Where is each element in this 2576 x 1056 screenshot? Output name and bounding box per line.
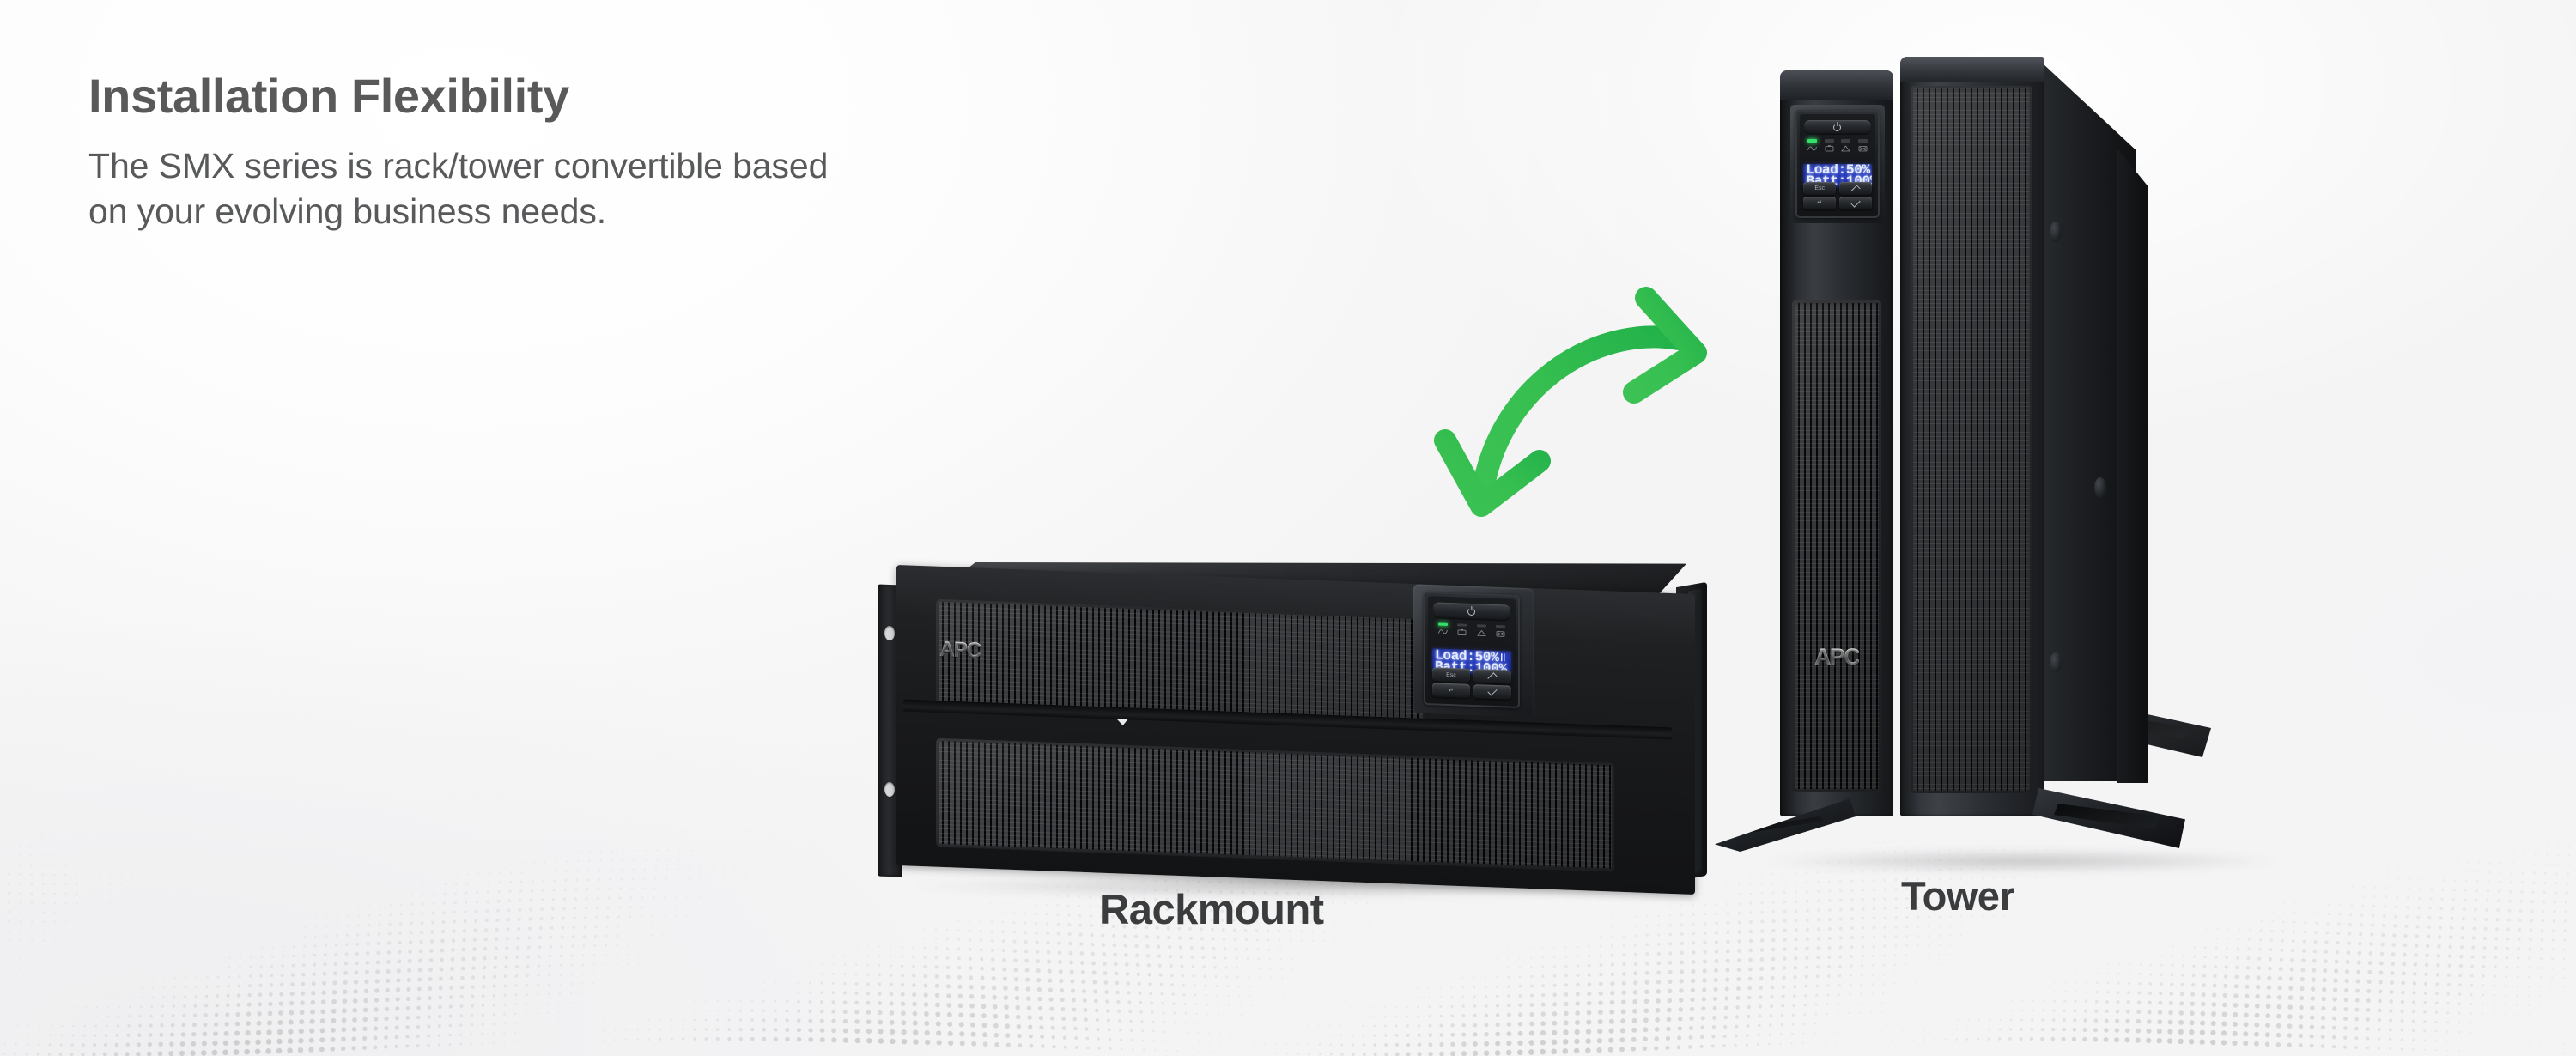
caption-rackmount: Rackmount [1099,887,1324,933]
sine-wave-icon [1437,628,1448,636]
led-indicator [1496,624,1506,628]
tower-foot-front-right [2032,788,2185,848]
tower-battery-vent-grille [1792,300,1881,792]
status-led-replace-battery [1493,624,1509,638]
caption-tower: Tower [1901,873,2015,919]
scroll-down-button[interactable] [1473,683,1511,700]
scroll-up-button[interactable] [1473,669,1511,684]
status-led-on-line [1806,139,1819,153]
battery-fault-icon [1858,144,1868,153]
page-title: Installation Flexibility [88,69,569,123]
tower-control-panel[interactable]: Load: 50% Batt: 100% Esc ↵ [1795,110,1880,218]
apc-logo-tower: APC [1814,644,1861,670]
panel-button-grid-rackmount: Esc ↵ [1432,667,1511,700]
tower-side-latch [2050,652,2062,673]
battery-icon [1825,144,1834,153]
rackmount-lower-vent-grille [936,737,1614,871]
chevron-down-icon [1487,686,1498,696]
led-indicator [1824,139,1834,143]
rackmount-control-panel[interactable]: Load: 50% Batt: 100% Esc ↵ [1424,591,1520,709]
escape-button[interactable]: Esc [1432,667,1470,683]
tower-side-latch [2094,477,2106,498]
status-led-on-battery [1823,139,1836,153]
subtitle-line-1: The SMX series is rack/tower convertible… [88,146,829,186]
status-led-overload [1839,139,1852,153]
status-led-replace-battery [1856,139,1868,153]
warning-triangle-icon [1841,144,1851,153]
battery-fault-icon [1496,629,1505,638]
power-icon [1467,607,1476,616]
status-led-on-battery [1455,622,1470,637]
status-led-row-rackmount [1433,622,1510,648]
tower-rear-panel [2117,148,2148,783]
chevron-down-icon [1850,197,1861,208]
rack-screw-hole [884,625,895,641]
power-button-tower[interactable] [1804,119,1871,136]
scroll-down-button[interactable] [1838,196,1872,210]
tower-ups: APC [1715,52,2314,872]
rack-screw-hole [884,781,895,798]
status-led-overload [1473,623,1489,638]
tower-main-column-cap [1900,57,2044,82]
page-subtitle: The SMX series is rack/tower convertible… [88,143,1145,234]
power-button-rackmount[interactable] [1433,602,1510,622]
led-indicator [1807,139,1818,143]
tower-shadow [1756,850,2288,872]
warning-triangle-icon [1476,628,1486,637]
panel-button-grid-tower: Esc ↵ [1803,181,1872,210]
tower-main-vent-grille [1911,86,2032,793]
tower-side-latch [2050,222,2062,242]
sine-wave-icon [1807,144,1818,153]
led-indicator [1476,623,1486,628]
headline-block: Installation Flexibility The SMX series … [88,70,1205,234]
battery-icon [1457,628,1467,636]
scroll-up-button[interactable] [1838,181,1872,196]
led-indicator [1457,622,1467,627]
enter-button[interactable]: ↵ [1803,196,1836,210]
chevron-up-icon [1487,672,1498,683]
subtitle-line-2: on your evolving business needs. [88,191,607,231]
led-indicator [1841,139,1851,143]
enter-button[interactable]: ↵ [1432,683,1470,699]
tower-control-column-cap [1780,70,1893,100]
chevron-up-icon [1850,184,1861,195]
status-led-row-tower [1804,139,1870,161]
rackmount-ups: APC [878,562,1715,897]
conversion-arrow [1421,270,1790,528]
power-icon [1833,124,1842,132]
status-led-on-line [1435,622,1450,636]
apc-logo-rackmount: APC [939,637,981,663]
escape-button[interactable]: Esc [1803,181,1836,196]
led-indicator [1437,622,1448,626]
led-indicator [1857,139,1868,143]
